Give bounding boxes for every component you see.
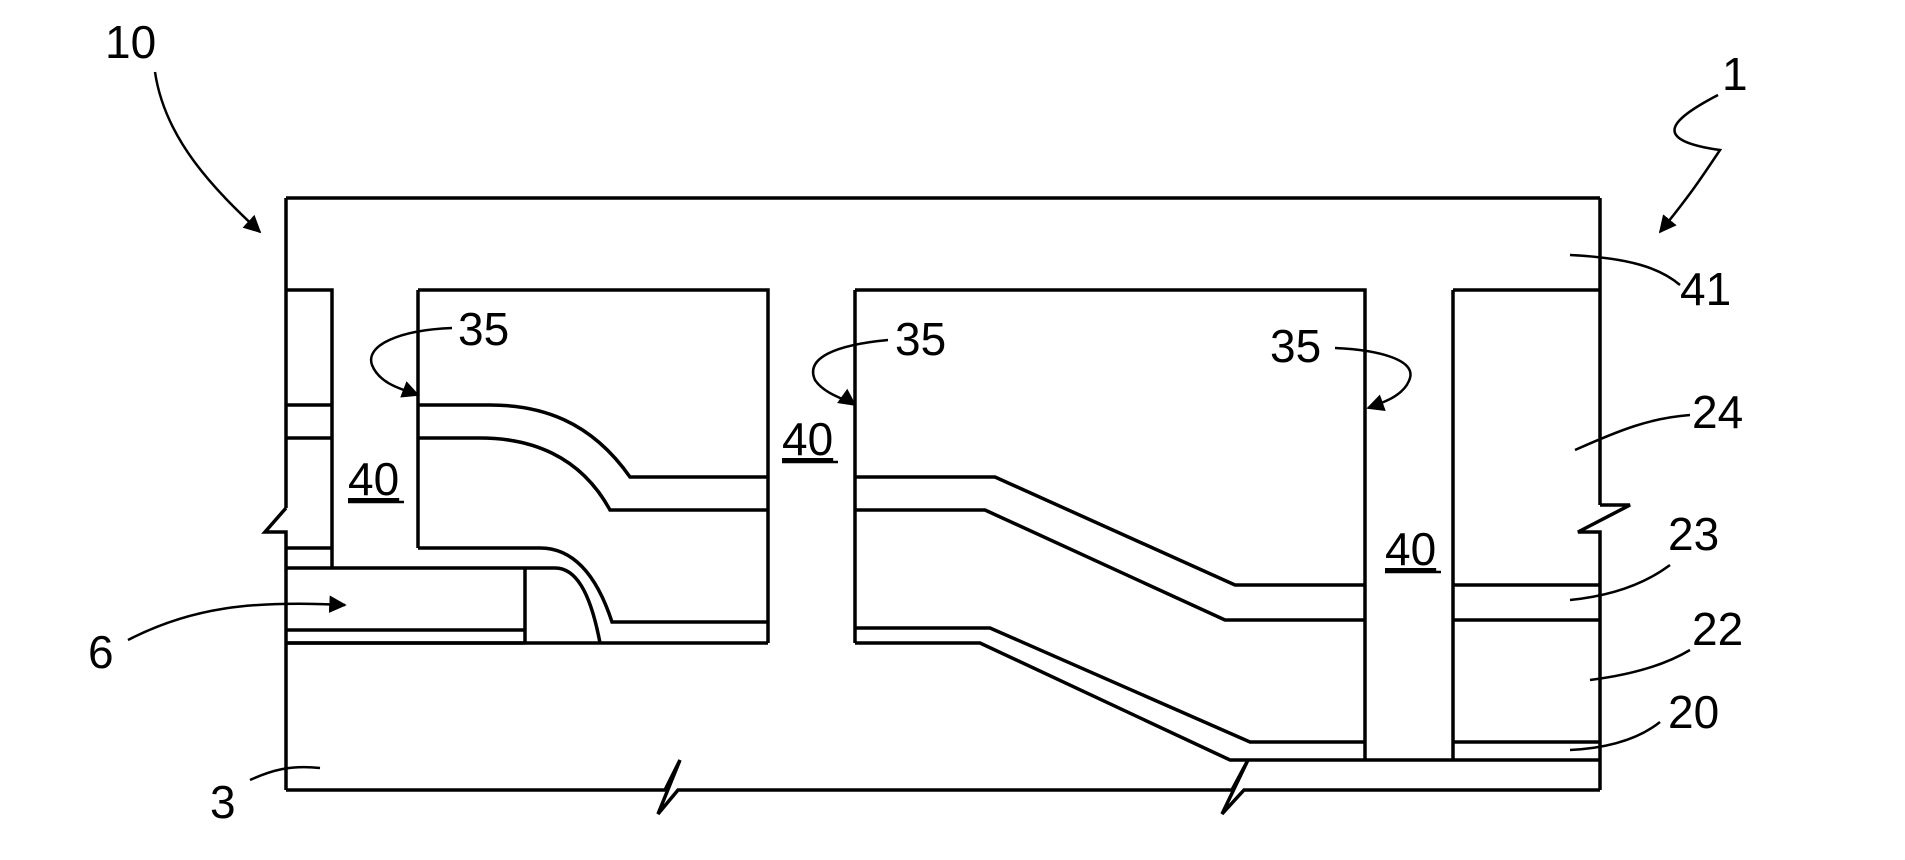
label-layer-22: 22 (1692, 603, 1743, 655)
leader-lines (128, 72, 1720, 780)
label-device-10: 10 (105, 16, 156, 68)
substrate-top (286, 628, 1365, 760)
label-sidewall-35-a: 35 (458, 303, 509, 355)
input-waveguide (286, 568, 525, 643)
label-trench-40-c: 40 (1385, 523, 1436, 575)
label-layer-24: 24 (1692, 386, 1743, 438)
label-layer-41: 41 (1680, 263, 1731, 315)
label-sidewall-35-c: 35 (1270, 320, 1321, 372)
label-layer-20: 20 (1668, 686, 1719, 738)
labels: 10 1 41 24 23 22 20 3 6 35 35 35 40 40 4… (88, 16, 1748, 828)
label-trench-40-a: 40 (348, 453, 399, 505)
label-substrate-3: 3 (210, 776, 236, 828)
label-input-6: 6 (88, 626, 114, 678)
label-layer-23: 23 (1668, 508, 1719, 560)
label-trench-40-b: 40 (782, 413, 833, 465)
label-sidewall-35-b: 35 (895, 313, 946, 365)
label-structure-1: 1 (1722, 48, 1748, 100)
